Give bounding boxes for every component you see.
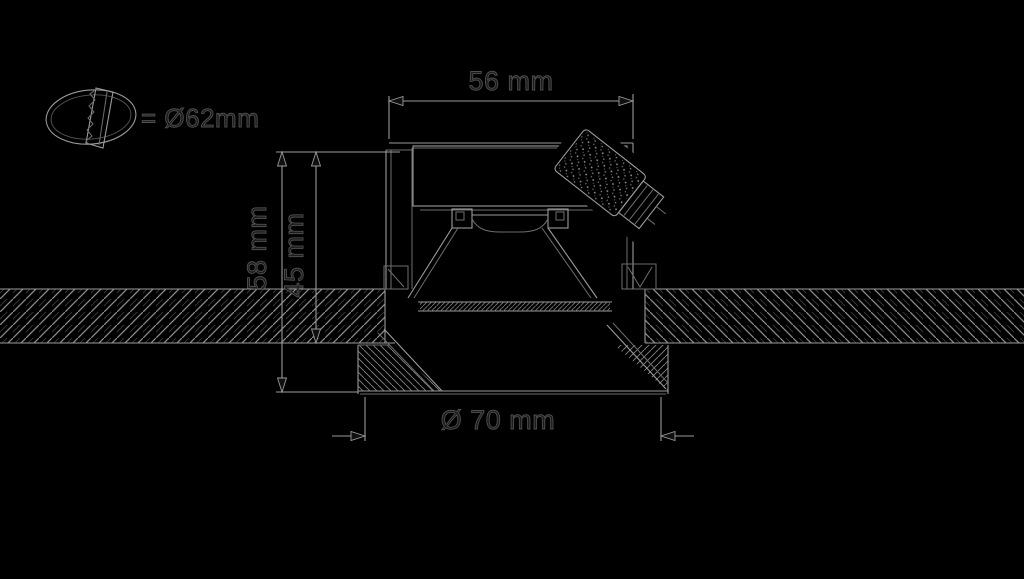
- cutout-note: = Ø62mm: [45, 87, 259, 149]
- terminal-block: [540, 114, 688, 251]
- ceiling-section: [0, 288, 1024, 344]
- dim-label-56mm: 56 mm: [468, 66, 553, 96]
- reflector-cone: [407, 227, 612, 312]
- arrowhead-right: [618, 95, 635, 107]
- dimension-bottom-diameter: Ø 70 mm: [332, 397, 694, 442]
- cutout-label: = Ø62mm: [141, 103, 259, 133]
- arrowhead-up: [310, 150, 322, 167]
- bezel-right-flare-inner: [612, 322, 669, 384]
- glass-strip-lines: [418, 301, 612, 312]
- terminal-body-speckle: [557, 132, 643, 214]
- arrowhead-left: [387, 95, 404, 107]
- mounting-bracket-left: [383, 265, 409, 290]
- dimension-recess-depth: 45 mm: [279, 150, 322, 345]
- clamp-left: [451, 208, 473, 229]
- trim-bezel: [357, 322, 669, 395]
- bezel-right-wedge: [614, 345, 668, 391]
- dim-label-58mm: 58 mm: [242, 205, 272, 290]
- ceiling-panel-right-hatch: [645, 289, 1024, 343]
- reflector-right-inner: [541, 227, 592, 299]
- bezel-left-flare-outer: [383, 328, 443, 392]
- dim-label-70mm: Ø 70 mm: [441, 405, 556, 435]
- dim-label-45mm: 45 mm: [279, 212, 309, 297]
- bezel-right-flare-outer: [606, 324, 667, 390]
- terminal-end-cap: [617, 180, 665, 230]
- hole-cutout-icon: [45, 87, 137, 149]
- terminal-stripes: [623, 185, 659, 225]
- terminal-wires: [646, 206, 667, 225]
- cutout-disk-inner: [50, 94, 132, 140]
- cutout-disk-outer: [45, 89, 137, 145]
- arrowhead-down: [276, 377, 288, 394]
- saw-blade: [85, 87, 114, 149]
- bezel-left-flare-inner: [377, 332, 435, 392]
- arrowhead-right-inward: [659, 430, 676, 442]
- clamp-right: [547, 208, 569, 229]
- mounting-bracket-right: [621, 263, 657, 290]
- arrowhead-down: [310, 328, 322, 345]
- glass-strip-hatch: [420, 302, 610, 311]
- dimension-top-width: 56 mm: [387, 66, 635, 139]
- dimension-total-height: 58 mm: [242, 150, 400, 394]
- saw-blade-teeth: [85, 88, 97, 146]
- reflector-right-outer: [547, 227, 598, 299]
- reflector-left-outer: [407, 227, 453, 299]
- bezel-left-wedge: [358, 345, 442, 391]
- clamp-right-screw: [555, 211, 565, 221]
- clamp-left-screw: [455, 211, 465, 221]
- reflector-throat-curve: [471, 218, 549, 233]
- ceiling-panel-left-hatch: [0, 289, 385, 343]
- led-module: [451, 208, 569, 233]
- saw-blade-inner-line: [98, 91, 108, 146]
- reflector-left-inner: [413, 227, 459, 299]
- arrowhead-left-inward: [350, 430, 367, 442]
- arrowhead-up: [276, 150, 288, 167]
